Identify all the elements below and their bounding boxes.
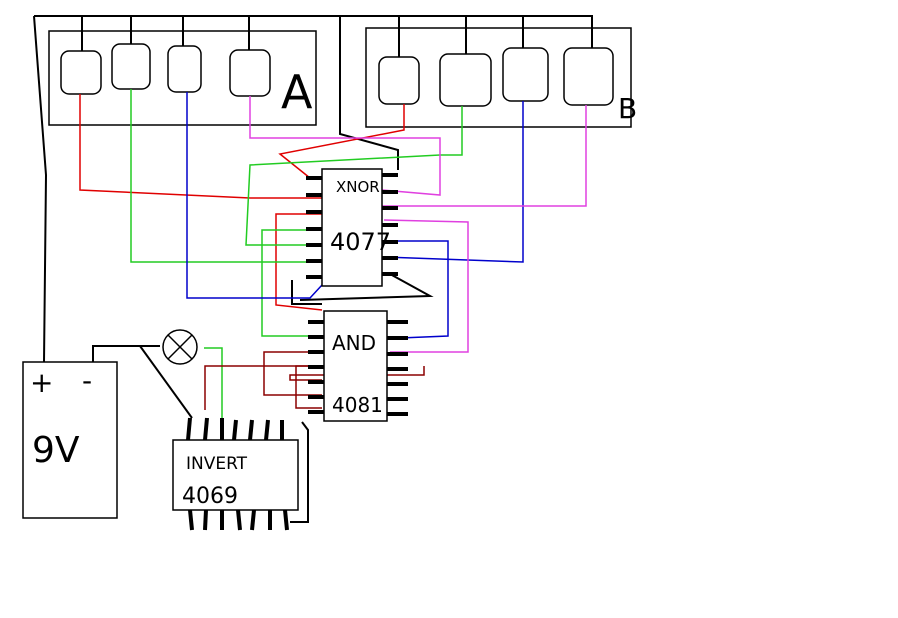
battery-body <box>22 361 118 519</box>
xnor-chip-body <box>321 168 383 287</box>
battery-voltage-label: 9V <box>32 430 80 471</box>
switch-b3[interactable] <box>502 47 549 102</box>
red-wires <box>79 94 405 311</box>
battery-minus-label: - <box>82 364 92 397</box>
switch-b1[interactable] <box>378 56 420 105</box>
invert-chip-pins <box>186 417 289 531</box>
lamp-icon <box>162 329 198 365</box>
and-chip[interactable]: AND 4081 <box>308 310 408 422</box>
xnor-chip-part: 4077 <box>330 228 391 256</box>
invert-chip-part: 4069 <box>182 484 238 509</box>
and-chip-pins <box>308 320 408 416</box>
switch-b4[interactable] <box>563 47 614 106</box>
switch-b2[interactable] <box>439 53 492 107</box>
and-chip-label: AND <box>332 331 376 355</box>
switch-a4[interactable] <box>229 49 271 97</box>
xnor-chip[interactable]: XNOR 4077 <box>306 168 398 287</box>
xnor-chip-label: XNOR <box>336 178 380 196</box>
and-chip-part: 4081 <box>332 393 383 417</box>
invert-chip-body <box>172 439 299 511</box>
invert-chip-label: INVERT <box>186 454 248 474</box>
switch-a3[interactable] <box>167 45 202 93</box>
green-wires <box>130 89 463 420</box>
blue-wires <box>186 92 524 339</box>
xnor-chip-pins <box>306 173 398 279</box>
switch-bank-a-label: A <box>281 65 313 119</box>
switch-a2[interactable] <box>111 43 151 90</box>
battery-plus-label: + <box>30 366 53 399</box>
switch-a1[interactable] <box>60 50 102 95</box>
switch-bank-a-frame <box>48 30 317 126</box>
switch-bank-b-frame <box>365 27 632 128</box>
magenta-wires <box>249 96 587 353</box>
switch-bank-b: B <box>365 27 637 128</box>
invert-chip[interactable]: INVERT 4069 <box>172 417 299 531</box>
switch-bank-b-label: B <box>618 92 637 125</box>
and-chip-body <box>323 310 388 422</box>
black-wires <box>33 15 593 523</box>
battery: + - 9V <box>22 361 118 519</box>
switch-bank-a: A <box>48 30 317 126</box>
